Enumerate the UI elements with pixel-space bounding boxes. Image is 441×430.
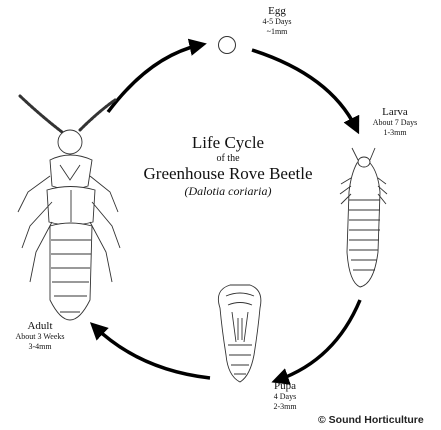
- pupa-label: Pupa 4 Days 2-3mm: [250, 380, 320, 412]
- arrow-larva-to-pupa: [278, 300, 360, 380]
- copyright-credit: © Sound Horticulture: [318, 414, 424, 426]
- pupa-name: Pupa: [250, 380, 320, 392]
- larva-duration: About 7 Days: [351, 118, 439, 128]
- arrow-adult-to-egg: [108, 45, 200, 112]
- larva-illustration: [340, 148, 387, 287]
- egg-label: Egg 4-5 Days ~1mm: [232, 5, 322, 37]
- adult-illustration: [18, 96, 120, 320]
- egg-name: Egg: [232, 5, 322, 17]
- egg-illustration: [219, 37, 236, 54]
- title-line-3: Greenhouse Rove Beetle: [118, 164, 338, 184]
- egg-size: ~1mm: [232, 27, 322, 37]
- pupa-illustration: [218, 285, 261, 382]
- adult-antenna-right: [80, 100, 115, 130]
- title-line-2: of the: [118, 153, 338, 164]
- adult-size: 3-4mm: [0, 342, 80, 352]
- pupa-size: 2-3mm: [250, 402, 320, 412]
- scientific-name: (Dalotia coriaria): [118, 184, 338, 199]
- pupa-duration: 4 Days: [250, 392, 320, 402]
- title-line-1: Life Cycle: [118, 133, 338, 153]
- diagram-title: Life Cycle of the Greenhouse Rove Beetle…: [118, 133, 338, 199]
- adult-name: Adult: [0, 320, 80, 332]
- larva-name: Larva: [351, 106, 439, 118]
- adult-antenna-left: [20, 96, 62, 132]
- adult-duration: About 3 Weeks: [0, 332, 80, 342]
- egg-duration: 4-5 Days: [232, 17, 322, 27]
- arrow-pupa-to-adult: [95, 327, 210, 378]
- larva-label: Larva About 7 Days 1-3mm: [351, 106, 439, 138]
- arrow-egg-to-larva: [252, 50, 356, 128]
- larva-size: 1-3mm: [351, 128, 439, 138]
- adult-label: Adult About 3 Weeks 3-4mm: [0, 320, 80, 352]
